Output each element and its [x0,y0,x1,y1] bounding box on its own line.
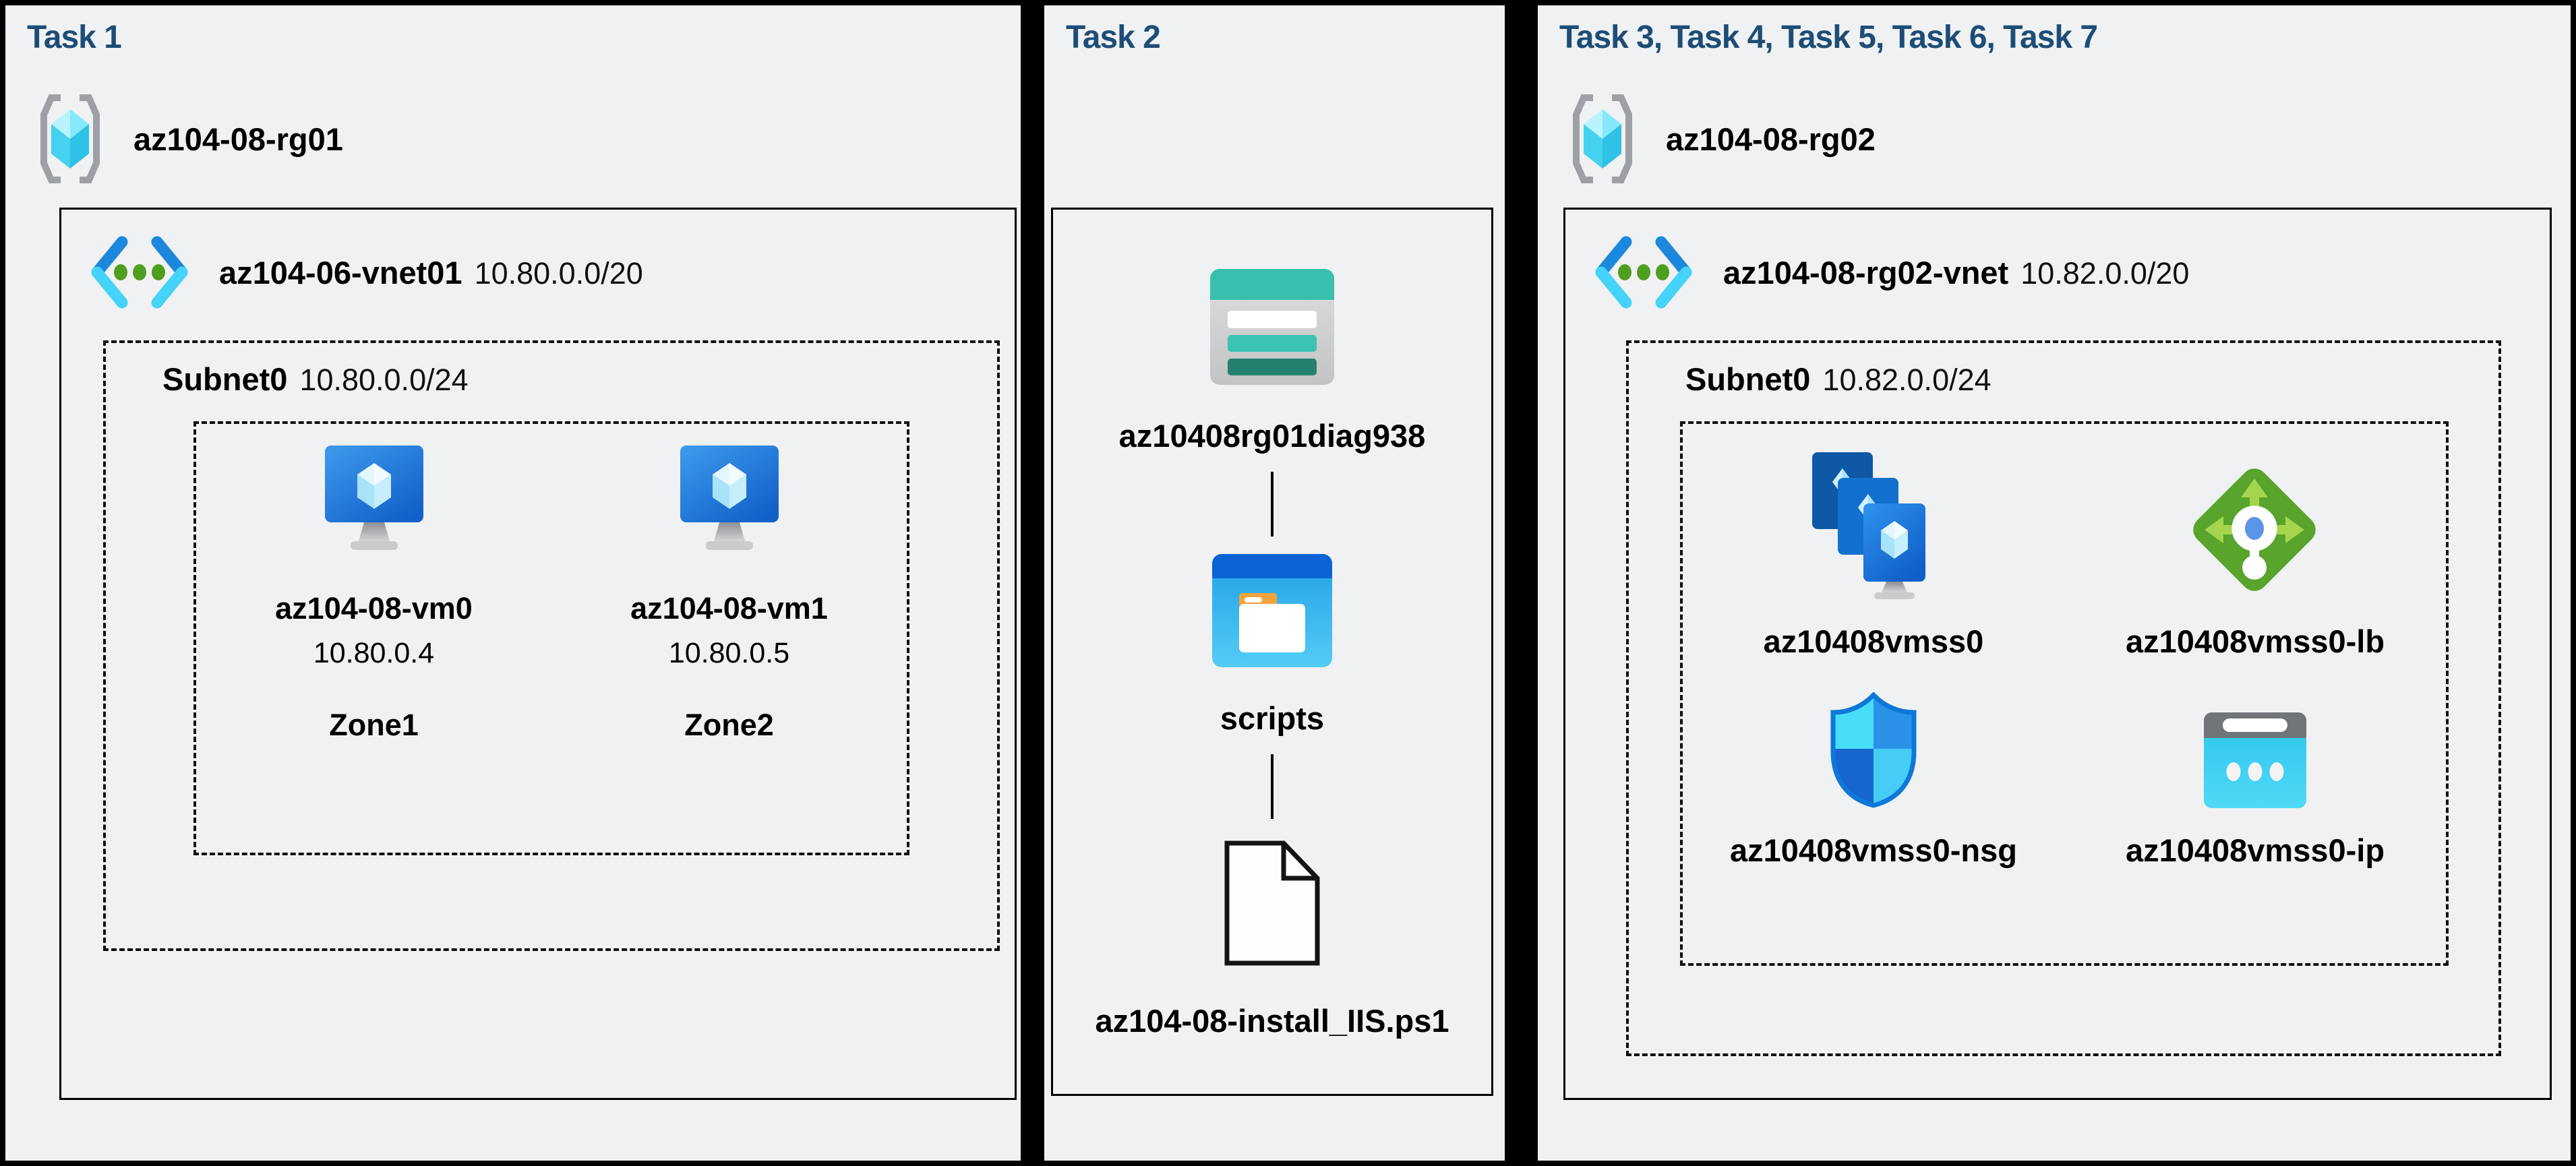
availability-zone-box: az104-08-vm0 10.80.0.4 Zone1 [193,421,909,855]
vm-name: az104-08-vm1 [630,591,828,625]
vm-zone: Zone2 [684,708,774,742]
load-balancer-name: az10408vmss0-lb [2125,623,2385,659]
vnet-name: az104-06-vnet01 [219,254,462,290]
connector-line [1271,754,1274,819]
public-ip-name: az10408vmss0-ip [2125,832,2385,868]
vnet-row: az104-06-vnet01 10.80.0.0/20 [88,235,643,309]
storage-account-icon [1210,269,1334,385]
vm-ip: 10.80.0.4 [313,637,435,669]
script-file-name: az104-08-install_IIS.ps1 [1095,1003,1449,1039]
vm-card: az104-08-vm0 10.80.0.4 Zone1 [219,446,529,743]
resource-group-name: az104-08-rg02 [1666,121,1876,157]
subnet-cidr: 10.82.0.0/24 [1822,363,1991,397]
task2-title: Task 2 [1066,20,1161,55]
subnet-cidr: 10.80.0.0/24 [299,363,469,397]
vm-ip: 10.80.0.5 [668,637,790,669]
vmss-resources-box: az10408vmss0 [1680,421,2449,966]
vm-scale-set-icon [1812,452,1926,599]
resource-group-icon [1573,94,1632,183]
virtual-machine-icon [680,446,779,550]
nsg-icon [1830,691,1917,808]
resource-group-row: az104-08-rg02 [1571,93,1876,185]
storage-account-name: az10408rg01diag938 [1118,418,1426,454]
container-name: scripts [1220,700,1325,736]
virtual-network-icon [1595,236,1692,309]
subnet-label: Subnet0 10.80.0.0/24 [162,361,469,398]
blob-container-icon [1212,554,1332,667]
resource-row: az10408vmss0-nsg [1683,691,2446,869]
script-file-icon [1224,840,1320,966]
virtual-machine-icon [324,446,423,550]
vm-name: az104-08-vm0 [275,591,473,625]
subnet-box: Subnet0 10.82.0.0/24 [1626,340,2501,1056]
vmss-name: az10408vmss0 [1763,623,1984,659]
resource-group-name: az104-08-rg01 [133,121,343,157]
subnet-name: Subnet0 [1685,361,1811,397]
resource-row: az10408vmss0 [1683,451,2446,660]
storage-flow-box: az10408rg01diag938 scripts az104-08-inst… [1051,208,1493,1096]
vnet-box: az104-06-vnet01 10.80.0.0/20 Subnet0 10.… [59,208,1017,1100]
vnet-name: az104-08-rg02-vnet [1723,254,2009,290]
tasks3-7-panel: Task 3, Task 4, Task 5, Task 6, Task 7 a… [1538,5,2571,1161]
public-ip-icon [2203,712,2306,808]
resource-group-icon [40,94,100,183]
subnet-label: Subnet0 10.82.0.0/24 [1685,361,1991,398]
task1-panel: Task 1 az104-08-rg01 [5,5,1021,1161]
virtual-network-icon [91,236,188,309]
tasks3-7-title: Task 3, Task 4, Task 5, Task 6, Task 7 [1559,20,2098,55]
task1-title: Task 1 [27,20,122,55]
subnet-name: Subnet0 [162,361,288,397]
resource-cell: az10408vmss0-ip [2072,712,2438,869]
vnet-cidr: 10.80.0.0/20 [474,255,643,290]
vm-card: az104-08-vm1 10.80.0.5 Zone2 [574,446,885,743]
resource-group-row: az104-08-rg01 [39,93,343,185]
nsg-name: az10408vmss0-nsg [1730,832,2017,868]
resource-cell: az10408vmss0-nsg [1690,691,2056,869]
subnet-box: Subnet0 10.80.0.0/24 [103,340,1000,951]
vnet-box: az104-08-rg02-vnet 10.82.0.0/20 Subnet0 … [1563,208,2552,1100]
resource-cell: az10408vmss0 [1690,451,2056,660]
vnet-cidr: 10.82.0.0/20 [2020,255,2190,290]
resource-cell: az10408vmss0-lb [2072,461,2438,660]
vm-zone: Zone1 [329,708,419,742]
load-balancer-icon [2193,468,2316,591]
vnet-row: az104-08-rg02-vnet 10.82.0.0/20 [1592,235,2189,309]
connector-line [1271,472,1274,536]
task2-panel: Task 2 az10408rg01diag938 [1044,5,1505,1161]
